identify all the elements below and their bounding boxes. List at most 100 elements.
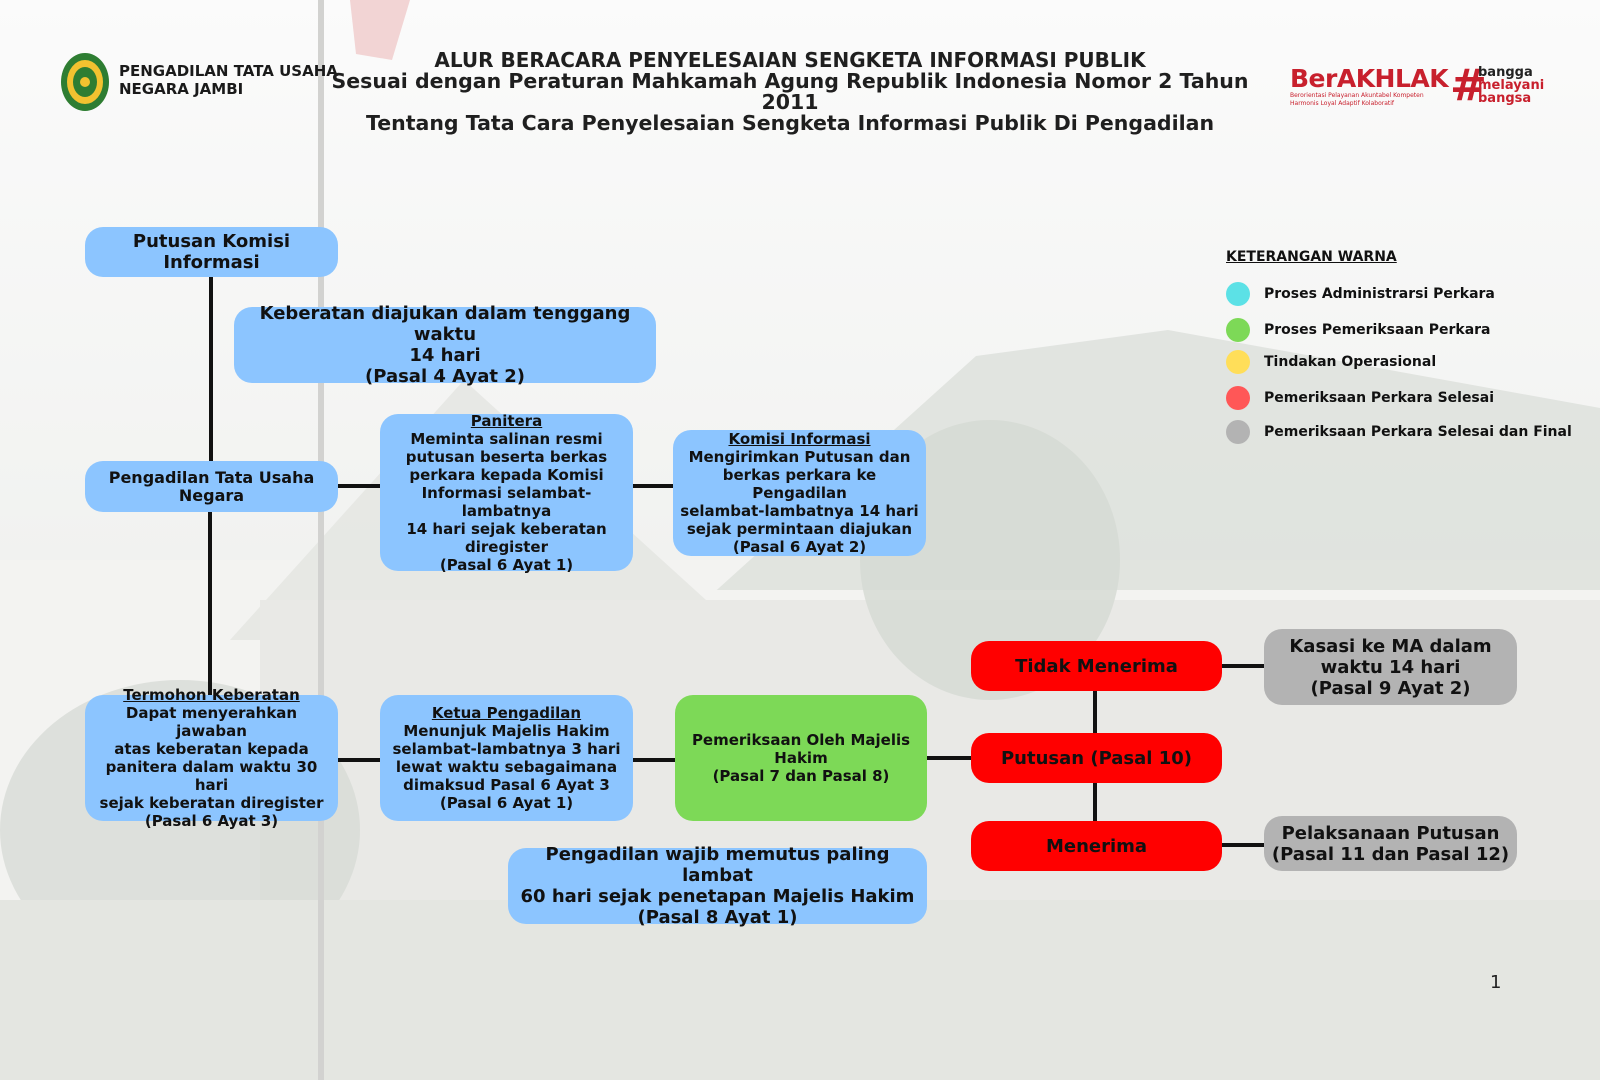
connector-ptun-panitera bbox=[338, 484, 380, 488]
bmb-line2: melayani bbox=[1478, 78, 1545, 93]
node-text-line1: Pengadilan wajib memutus paling lambat bbox=[545, 844, 890, 886]
node-tidak-menerima: Tidak Menerima bbox=[971, 641, 1222, 691]
node-text-line3: (Pasal 9 Ayat 2) bbox=[1310, 677, 1471, 699]
legend-item: Pemeriksaan Perkara Selesai bbox=[1226, 386, 1494, 410]
node-text-line2: 60 hari sejak penetapan Majelis Hakim bbox=[520, 886, 915, 907]
node-pemeriksaan-majelis-hakim: Pemeriksaan Oleh Majelis Hakim (Pasal 7 … bbox=[675, 695, 927, 821]
node-text-line3: perkara kepada Komisi bbox=[409, 465, 604, 484]
bmb-line3: bangsa bbox=[1478, 91, 1532, 106]
node-text-line1: Mengirimkan Putusan dan bbox=[688, 448, 911, 466]
node-text-line5: 14 hari sejak keberatan bbox=[406, 519, 607, 538]
node-text-line3: panitera dalam waktu 30 hari bbox=[105, 758, 318, 794]
legend-label: Pemeriksaan Perkara Selesai bbox=[1264, 390, 1495, 406]
node-text-line6: diregister bbox=[465, 537, 548, 556]
node-text-line2: Negara bbox=[178, 485, 245, 505]
node-text: Putusan Komisi Informasi bbox=[132, 231, 291, 273]
legend-item: Tindakan Operasional bbox=[1226, 350, 1436, 374]
node-text-line7: (Pasal 6 Ayat 1) bbox=[439, 555, 574, 574]
node-menerima: Menerima bbox=[971, 821, 1222, 871]
node-text-line3: (Pasal 8 Ayat 1) bbox=[637, 907, 798, 928]
legend-title: KETERANGAN WARNA bbox=[1226, 249, 1397, 265]
connector-menerima-pelaksanaan bbox=[1222, 843, 1264, 847]
organization-name: PENGADILAN TATA USAHA NEGARA JAMBI bbox=[119, 62, 338, 98]
page-title: ALUR BERACARA PENYELESAIAN SENGKETA INFO… bbox=[330, 50, 1250, 134]
connector-pemeriksaan-putusan bbox=[927, 756, 971, 760]
berakhlak-tagline: Berorientasi Pelayanan Akuntabel Kompete… bbox=[1290, 92, 1424, 107]
node-heading: Panitera bbox=[470, 411, 543, 430]
berakhlak-logo: BerAKHLAK Berorientasi Pelayanan Akuntab… bbox=[1290, 64, 1449, 108]
hashtag-symbol: # bbox=[1450, 60, 1487, 111]
node-text-line2: berkas perkara ke Pengadilan bbox=[722, 466, 877, 502]
node-putusan-komisi-informasi: Putusan Komisi Informasi bbox=[85, 227, 338, 277]
node-text-line2: waktu 14 hari bbox=[1320, 656, 1461, 678]
node-text-line1: Pelaksanaan Putusan bbox=[1281, 822, 1500, 844]
node-text-line1: Pemeriksaan Oleh Majelis bbox=[691, 731, 911, 749]
title-line2: Sesuai dengan Peraturan Mahkamah Agung R… bbox=[331, 69, 1249, 114]
node-text-line3: (Pasal 7 dan Pasal 8) bbox=[712, 767, 890, 785]
node-text-line3: selambat-lambatnya 14 hari bbox=[680, 502, 919, 520]
legend-label: Tindakan Operasional bbox=[1264, 354, 1437, 370]
legend-color-swatch bbox=[1226, 318, 1250, 342]
connector-tidak-kasasi bbox=[1222, 664, 1264, 668]
legend-item: Pemeriksaan Perkara Selesai dan Final bbox=[1226, 420, 1572, 444]
node-text-line5: (Pasal 6 Ayat 2) bbox=[732, 538, 867, 556]
node-text-line2: atas keberatan kepada bbox=[114, 740, 309, 758]
node-text-line5: (Pasal 6 Ayat 1) bbox=[439, 794, 574, 812]
node-text: Putusan (Pasal 10) bbox=[1000, 747, 1193, 769]
node-text-line4: sejak permintaan diajukan bbox=[686, 520, 913, 538]
node-text: Tidak Menerima bbox=[1015, 655, 1178, 677]
node-heading: Termohon Keberatan bbox=[123, 686, 300, 704]
node-heading: Komisi Informasi bbox=[728, 430, 871, 448]
node-text-line5: (Pasal 6 Ayat 3) bbox=[144, 812, 279, 830]
legend-color-swatch bbox=[1226, 420, 1250, 444]
legend-item: Proses Administrarsi Perkara bbox=[1226, 282, 1495, 306]
legend-color-swatch bbox=[1226, 350, 1250, 374]
node-pelaksanaan-putusan: Pelaksanaan Putusan (Pasal 11 dan Pasal … bbox=[1264, 816, 1517, 871]
legend-label: Proses Pemeriksaan Perkara bbox=[1264, 322, 1491, 338]
title-line3: Tentang Tata Cara Penyelesaian Sengketa … bbox=[365, 111, 1215, 135]
legend-color-swatch bbox=[1226, 386, 1250, 410]
node-panitera: Panitera Meminta salinan resmi putusan b… bbox=[380, 411, 633, 574]
node-termohon-keberatan: Termohon Keberatan Dapat menyerahkan jaw… bbox=[85, 686, 338, 830]
node-text-line1: Meminta salinan resmi bbox=[410, 429, 603, 448]
node-text-line4: sejak keberatan diregister bbox=[99, 794, 324, 812]
connector-ptun-termohon bbox=[208, 512, 212, 702]
legend-label: Pemeriksaan Perkara Selesai dan Final bbox=[1264, 424, 1572, 440]
legend-label: Proses Administrarsi Perkara bbox=[1264, 286, 1495, 302]
node-heading: Ketua Pengadilan bbox=[431, 704, 582, 722]
node-text-line1: Keberatan diajukan dalam tenggang waktu bbox=[259, 303, 631, 345]
connector-ketua-pemeriksaan bbox=[633, 758, 675, 762]
node-text-line4: dimaksud Pasal 6 Ayat 3 bbox=[403, 776, 610, 794]
node-text-line1: Menunjuk Majelis Hakim bbox=[403, 722, 610, 740]
court-emblem-icon bbox=[61, 53, 109, 111]
title-line1: ALUR BERACARA PENYELESAIAN SENGKETA INFO… bbox=[434, 48, 1146, 72]
node-komisi-informasi: Komisi Informasi Mengirimkan Putusan dan… bbox=[673, 430, 926, 556]
node-pengadilan-tata-usaha-negara: Pengadilan Tata Usaha Negara bbox=[85, 461, 338, 512]
page-number: 1 bbox=[1490, 972, 1502, 993]
node-text-line1: Pengadilan Tata Usaha bbox=[108, 467, 315, 487]
org-name-line1: PENGADILAN TATA USAHA bbox=[119, 62, 338, 80]
node-text-line1: Dapat menyerahkan jawaban bbox=[125, 704, 298, 740]
node-text-line2: (Pasal 11 dan Pasal 12) bbox=[1271, 843, 1510, 865]
org-name-line2: NEGARA JAMBI bbox=[119, 80, 244, 98]
node-text: Menerima bbox=[1045, 835, 1148, 857]
connector-panitera-komisi bbox=[633, 484, 673, 488]
node-kasasi-ke-ma: Kasasi ke MA dalam waktu 14 hari (Pasal … bbox=[1264, 629, 1517, 705]
bangga-melayani-bangsa-logo: bangga melayani bangsa bbox=[1478, 66, 1544, 105]
bmb-line1: bangga bbox=[1478, 65, 1533, 80]
node-text-line3: (Pasal 4 Ayat 2) bbox=[365, 366, 525, 387]
node-text-line1: Kasasi ke MA dalam bbox=[1289, 635, 1492, 657]
node-text-line2: 14 hari bbox=[409, 345, 481, 366]
node-text-line3: lewat waktu sebagaimana bbox=[395, 758, 618, 776]
node-pengadilan-wajib-memutus: Pengadilan wajib memutus paling lambat 6… bbox=[508, 844, 927, 928]
node-text-line2: Hakim bbox=[774, 749, 828, 767]
node-text-line2: selambat-lambatnya 3 hari bbox=[392, 740, 621, 758]
node-keberatan-tenggang-waktu: Keberatan diajukan dalam tenggang waktu … bbox=[234, 303, 656, 387]
connector-termohon-ketua bbox=[338, 758, 380, 762]
node-ketua-pengadilan: Ketua Pengadilan Menunjuk Majelis Hakim … bbox=[380, 695, 633, 821]
connector-putusan-ptun bbox=[209, 276, 213, 462]
legend-color-swatch bbox=[1226, 282, 1250, 306]
berakhlak-wordmark: BerAKHLAK bbox=[1290, 64, 1449, 93]
node-text-line4: Informasi selambat-lambatnya bbox=[421, 483, 592, 520]
legend-item: Proses Pemeriksaan Perkara bbox=[1226, 318, 1491, 342]
